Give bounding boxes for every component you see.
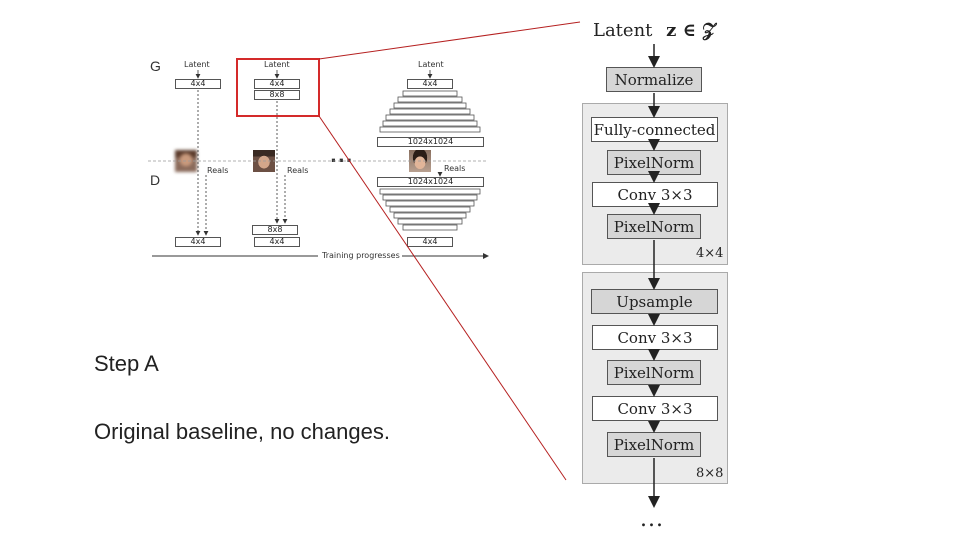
stage3-discriminator-4x4-box: 4x4	[407, 237, 453, 247]
stage3-generator-1024-box: 1024x1024	[377, 137, 484, 147]
block-8x8-resolution: 8×8	[696, 466, 724, 481]
zoom-line-bottom	[318, 115, 567, 481]
conv3x3-box-1: Conv 3×3	[592, 182, 718, 207]
pixelnorm-box-3: PixelNorm	[607, 360, 701, 385]
block-4x4-resolution: 4×4	[696, 246, 724, 261]
discriminator-label: D	[150, 172, 161, 188]
stage2-generator-8x8-box: 8x8	[254, 90, 300, 100]
stage1-reals-label: Reals	[207, 166, 229, 175]
stage3-discriminator-1024-box: 1024x1024	[377, 177, 484, 187]
stage3-generator-pyramid	[379, 90, 481, 133]
conv3x3-box-2: Conv 3×3	[592, 325, 718, 350]
highlight-box	[236, 58, 320, 117]
latent-title: Latent z ∈ 𝒵	[593, 20, 716, 41]
stage3-generator-4x4-box: 4x4	[407, 79, 453, 89]
stage1-generator-box: 4x4	[175, 79, 221, 89]
normalize-box: Normalize	[606, 67, 702, 92]
pixelnorm-box-1: PixelNorm	[607, 150, 701, 175]
stage1-latent-label: Latent	[184, 60, 210, 69]
training-progresses-label: Training progresses	[322, 251, 400, 260]
stage2-generator-4x4-box: 4x4	[254, 79, 300, 89]
zoom-line-top	[318, 21, 581, 60]
stage-ellipsis: ...	[330, 146, 354, 167]
stage2-reals-label: Reals	[287, 166, 309, 175]
stage3-discriminator-pyramid	[379, 188, 481, 231]
step-title: Step A	[94, 351, 159, 376]
fully-connected-box: Fully-connected	[591, 117, 718, 142]
generator-label: G	[150, 58, 161, 74]
stage3-latent-label: Latent	[418, 60, 444, 69]
latent-word: Latent	[593, 20, 653, 41]
stage3-reals-label: Reals	[444, 164, 466, 173]
stage2-latent-label: Latent	[264, 60, 290, 69]
stage2-discriminator-8x8-box: 8x8	[252, 225, 298, 235]
upsample-box: Upsample	[591, 289, 718, 314]
stage2-discriminator-4x4-box: 4x4	[254, 237, 300, 247]
architecture-ellipsis: ...	[640, 507, 664, 532]
latent-symbol: z ∈ 𝒵	[666, 20, 716, 41]
pixelnorm-box-2: PixelNorm	[607, 214, 701, 239]
stage1-discriminator-box: 4x4	[175, 237, 221, 247]
pixelnorm-box-4: PixelNorm	[607, 432, 701, 457]
step-description: Original baseline, no changes.	[94, 419, 390, 444]
